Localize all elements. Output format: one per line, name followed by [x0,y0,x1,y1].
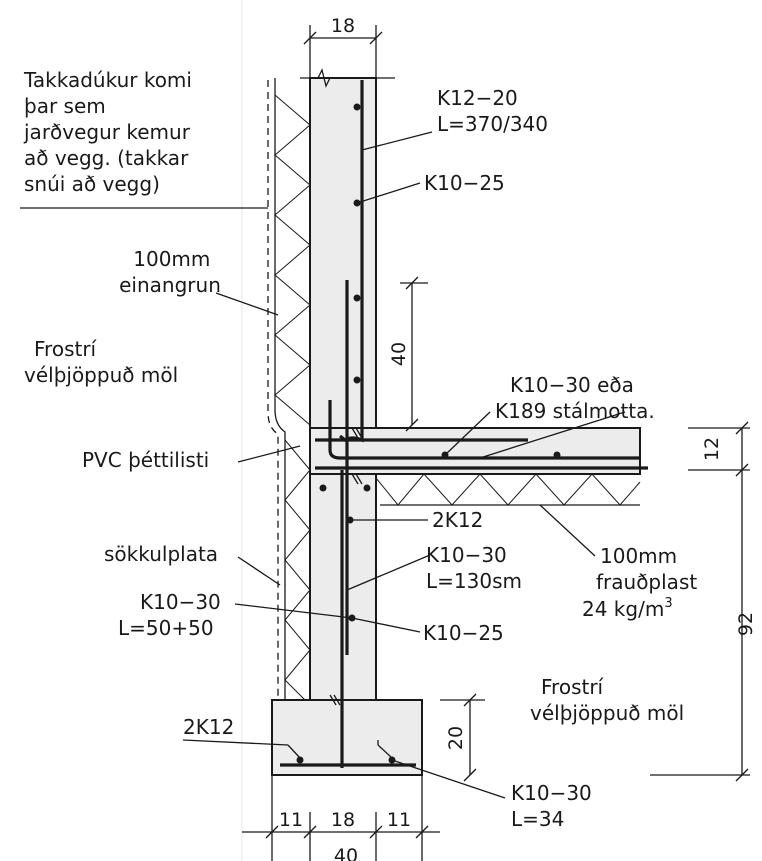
dim-total-depth: 92 [735,612,757,636]
leader-lines [20,131,626,799]
label-pvc-seal: PVC þéttilisti [82,448,209,472]
label-2k12-footing: 2K12 [183,715,234,739]
label-k12-20: K12−20 L=370/340 [437,86,548,136]
dim-bottom-right: 11 [387,809,411,831]
label-density: 24 kg/m3 [582,596,673,621]
dim-lap: 40 [388,342,410,366]
rebar-dots [296,103,561,764]
dimension-footing [440,693,485,782]
label-2k12-mid: 2K12 [432,508,483,532]
label-k10-30-left: K10−30 L=50+50 [118,590,227,640]
label-k10-30-wall: K10−30 L=130sm [426,543,522,593]
label-gravel-left: Frostrí vélþjöppuð möl [24,337,178,387]
dimension-lap [400,276,428,432]
dim-top-width: 18 [331,15,355,37]
slab-insulation [375,473,641,506]
label-gravel-right: Frostrí vélþjöppuð möl [530,675,684,725]
dim-bottom-mid: 18 [331,809,355,831]
break-symbol [300,68,395,88]
dim-bottom-total: 40 [334,845,358,861]
wall-insulation-lower [284,439,311,701]
dimension-total [650,470,750,782]
wall-insulation-upper [274,78,311,700]
label-dimple-membrane: Takkadúkur komi þar sem jarðvegur kemur … [23,68,198,196]
label-eps-insulation: 100mm frauðplast [596,544,697,594]
concrete-floor-slab [309,427,641,475]
label-slab-mesh: K10−30 eða K189 stálmotta. [495,373,655,423]
label-insulation: 100mm einangrun [119,247,221,297]
dimension-top-width [303,25,383,78]
concrete-footing [271,699,423,776]
label-k10-25-top: K10−25 [424,171,505,195]
dimension-slab [688,421,750,477]
reinforcement [280,80,648,768]
dimple-membrane [267,80,279,700]
dim-bottom-left: 11 [279,809,303,831]
dimension-bottom [242,775,440,861]
label-k10-30-footing: K10−30 L=34 [511,781,598,831]
dim-footing-height: 20 [445,726,467,750]
dim-slab-thickness: 12 [701,437,723,461]
label-k10-25-bottom: K10−25 [423,621,504,645]
label-footing-plate: sökkulplata [104,542,218,566]
